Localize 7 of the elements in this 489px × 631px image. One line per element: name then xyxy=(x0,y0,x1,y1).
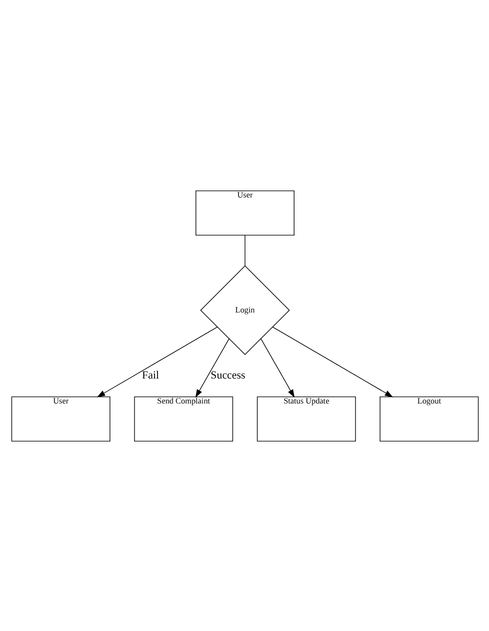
connector xyxy=(244,234,245,266)
edge-label: Success xyxy=(210,368,245,381)
arrow xyxy=(260,338,294,398)
arrow xyxy=(96,326,218,397)
arrow xyxy=(194,338,229,398)
edge-label: Fail xyxy=(142,368,159,381)
arrow xyxy=(272,326,393,397)
